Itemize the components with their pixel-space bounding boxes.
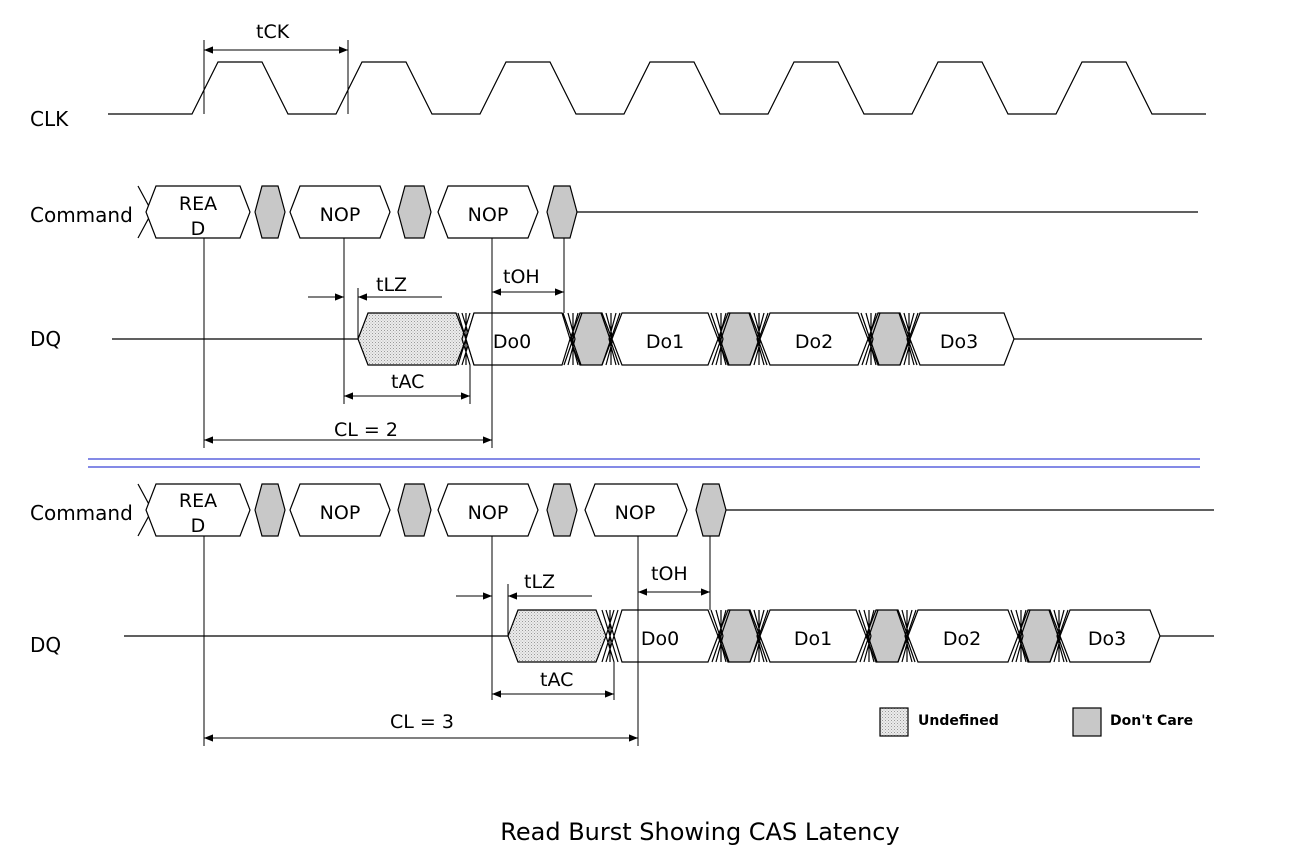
clk-waveform [108, 61, 1206, 115]
dq-bottom-data-label-3: Do3 [1088, 628, 1126, 650]
dq-top-data-label-2: Do2 [795, 331, 833, 353]
bottom-toh-label: tOH [651, 563, 688, 585]
dq-bottom-data-label-2: Do2 [943, 628, 981, 650]
clk-signal-label: CLK [30, 107, 69, 131]
command-bottom-nop-cell-1 [289, 483, 391, 537]
command-bottom-read-cell [145, 483, 251, 537]
legend-undefined-swatch [879, 707, 909, 737]
command-top-nop-cell-2 [437, 185, 539, 239]
command-bottom-dont-care-1 [254, 483, 286, 537]
command-bottom-nop-label-1: NOP [320, 502, 361, 524]
legend-dont-care-swatch [1072, 707, 1102, 737]
top-tlz-label: tLZ [376, 274, 407, 296]
command-bottom-nop-label-2: NOP [468, 502, 509, 524]
top-tac-label: tAC [391, 371, 424, 393]
top-toh-label: tOH [503, 266, 540, 288]
cl3-label: CL = 3 [390, 711, 454, 733]
command-top-nop-label-1: NOP [320, 204, 361, 226]
dq-bottom-data-label-0: Do0 [641, 628, 679, 650]
command-bottom-read-label-line1: REA [179, 490, 217, 512]
dq-top-data-label-3: Do3 [940, 331, 978, 353]
bottom-tlz-label: tLZ [524, 571, 555, 593]
legend-dont-care-label: Don't Care [1110, 713, 1193, 729]
command-bottom-nop-label-3: NOP [615, 502, 656, 524]
dq-bottom-signal-label: DQ [30, 633, 61, 657]
dq-top-data-label-0: Do0 [493, 331, 531, 353]
command-top-dont-care-3 [546, 185, 578, 239]
command-bottom-signal-label: Command [30, 501, 133, 525]
command-top-read-cell [145, 185, 251, 239]
cl2-label: CL = 2 [334, 419, 398, 441]
command-top-dont-care-1 [254, 185, 286, 239]
command-top-read-label-line1: REA [179, 193, 217, 215]
dq-top-undefined-cell [357, 312, 467, 366]
bottom-tac-label: tAC [540, 669, 573, 691]
dq-bottom-undefined-cell [507, 609, 607, 663]
dq-top-signal-label: DQ [30, 327, 61, 351]
command-top-dont-care-2 [397, 185, 432, 239]
command-top-nop-cell-1 [289, 185, 391, 239]
command-bottom-dont-care-4 [695, 483, 727, 537]
command-top-read-label-line2: D [191, 218, 206, 240]
dq-top-data-label-1: Do1 [646, 331, 684, 353]
legend-undefined-label: Undefined [918, 713, 999, 729]
command-bottom-read-label-line2: D [191, 515, 206, 537]
command-bottom-dont-care-3 [546, 483, 578, 537]
command-bottom-nop-cell-3 [584, 483, 688, 537]
command-top-signal-label: Command [30, 203, 133, 227]
command-bottom-nop-cell-2 [437, 483, 539, 537]
command-top-nop-label-2: NOP [468, 204, 509, 226]
figure-caption: Read Burst Showing CAS Latency [500, 818, 899, 846]
dq-bottom-data-label-1: Do1 [794, 628, 832, 650]
command-bottom-dont-care-2 [397, 483, 432, 537]
dq-bottom-transition-0 [601, 609, 619, 663]
tck-label: tCK [256, 21, 290, 43]
